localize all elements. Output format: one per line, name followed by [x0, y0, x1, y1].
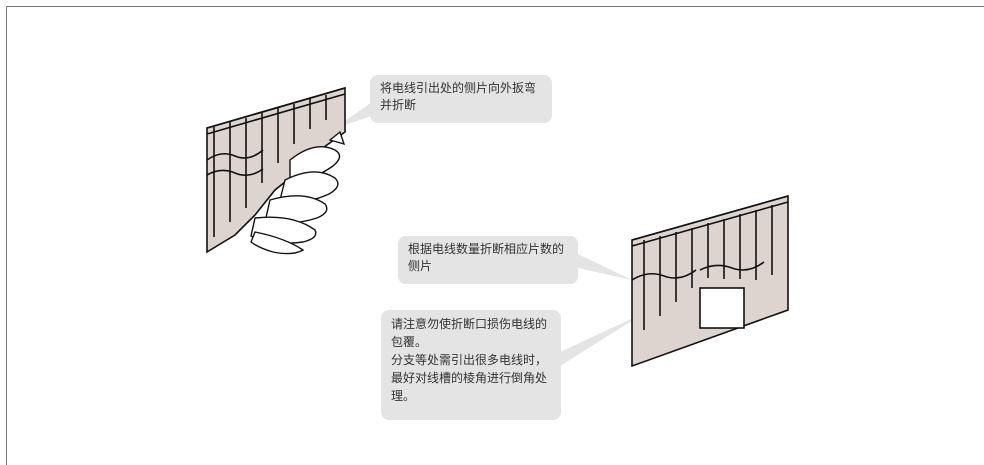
leader-middle — [578, 254, 632, 280]
callout-break-fins: 根据电线数量折断相应片数的侧片 — [398, 236, 578, 284]
callout-caution: 请注意勿使折断口损伤电线的包覆。 分支等处需引出很多电线时，最好对线槽的棱角进行… — [381, 310, 561, 420]
leader-bottom — [560, 312, 646, 366]
figure-frame — [6, 6, 984, 465]
right-duct — [631, 194, 789, 368]
callout-bend-out: 将电线引出处的侧片向外扳弯并折断 — [370, 75, 552, 123]
bent-fins — [250, 130, 346, 255]
